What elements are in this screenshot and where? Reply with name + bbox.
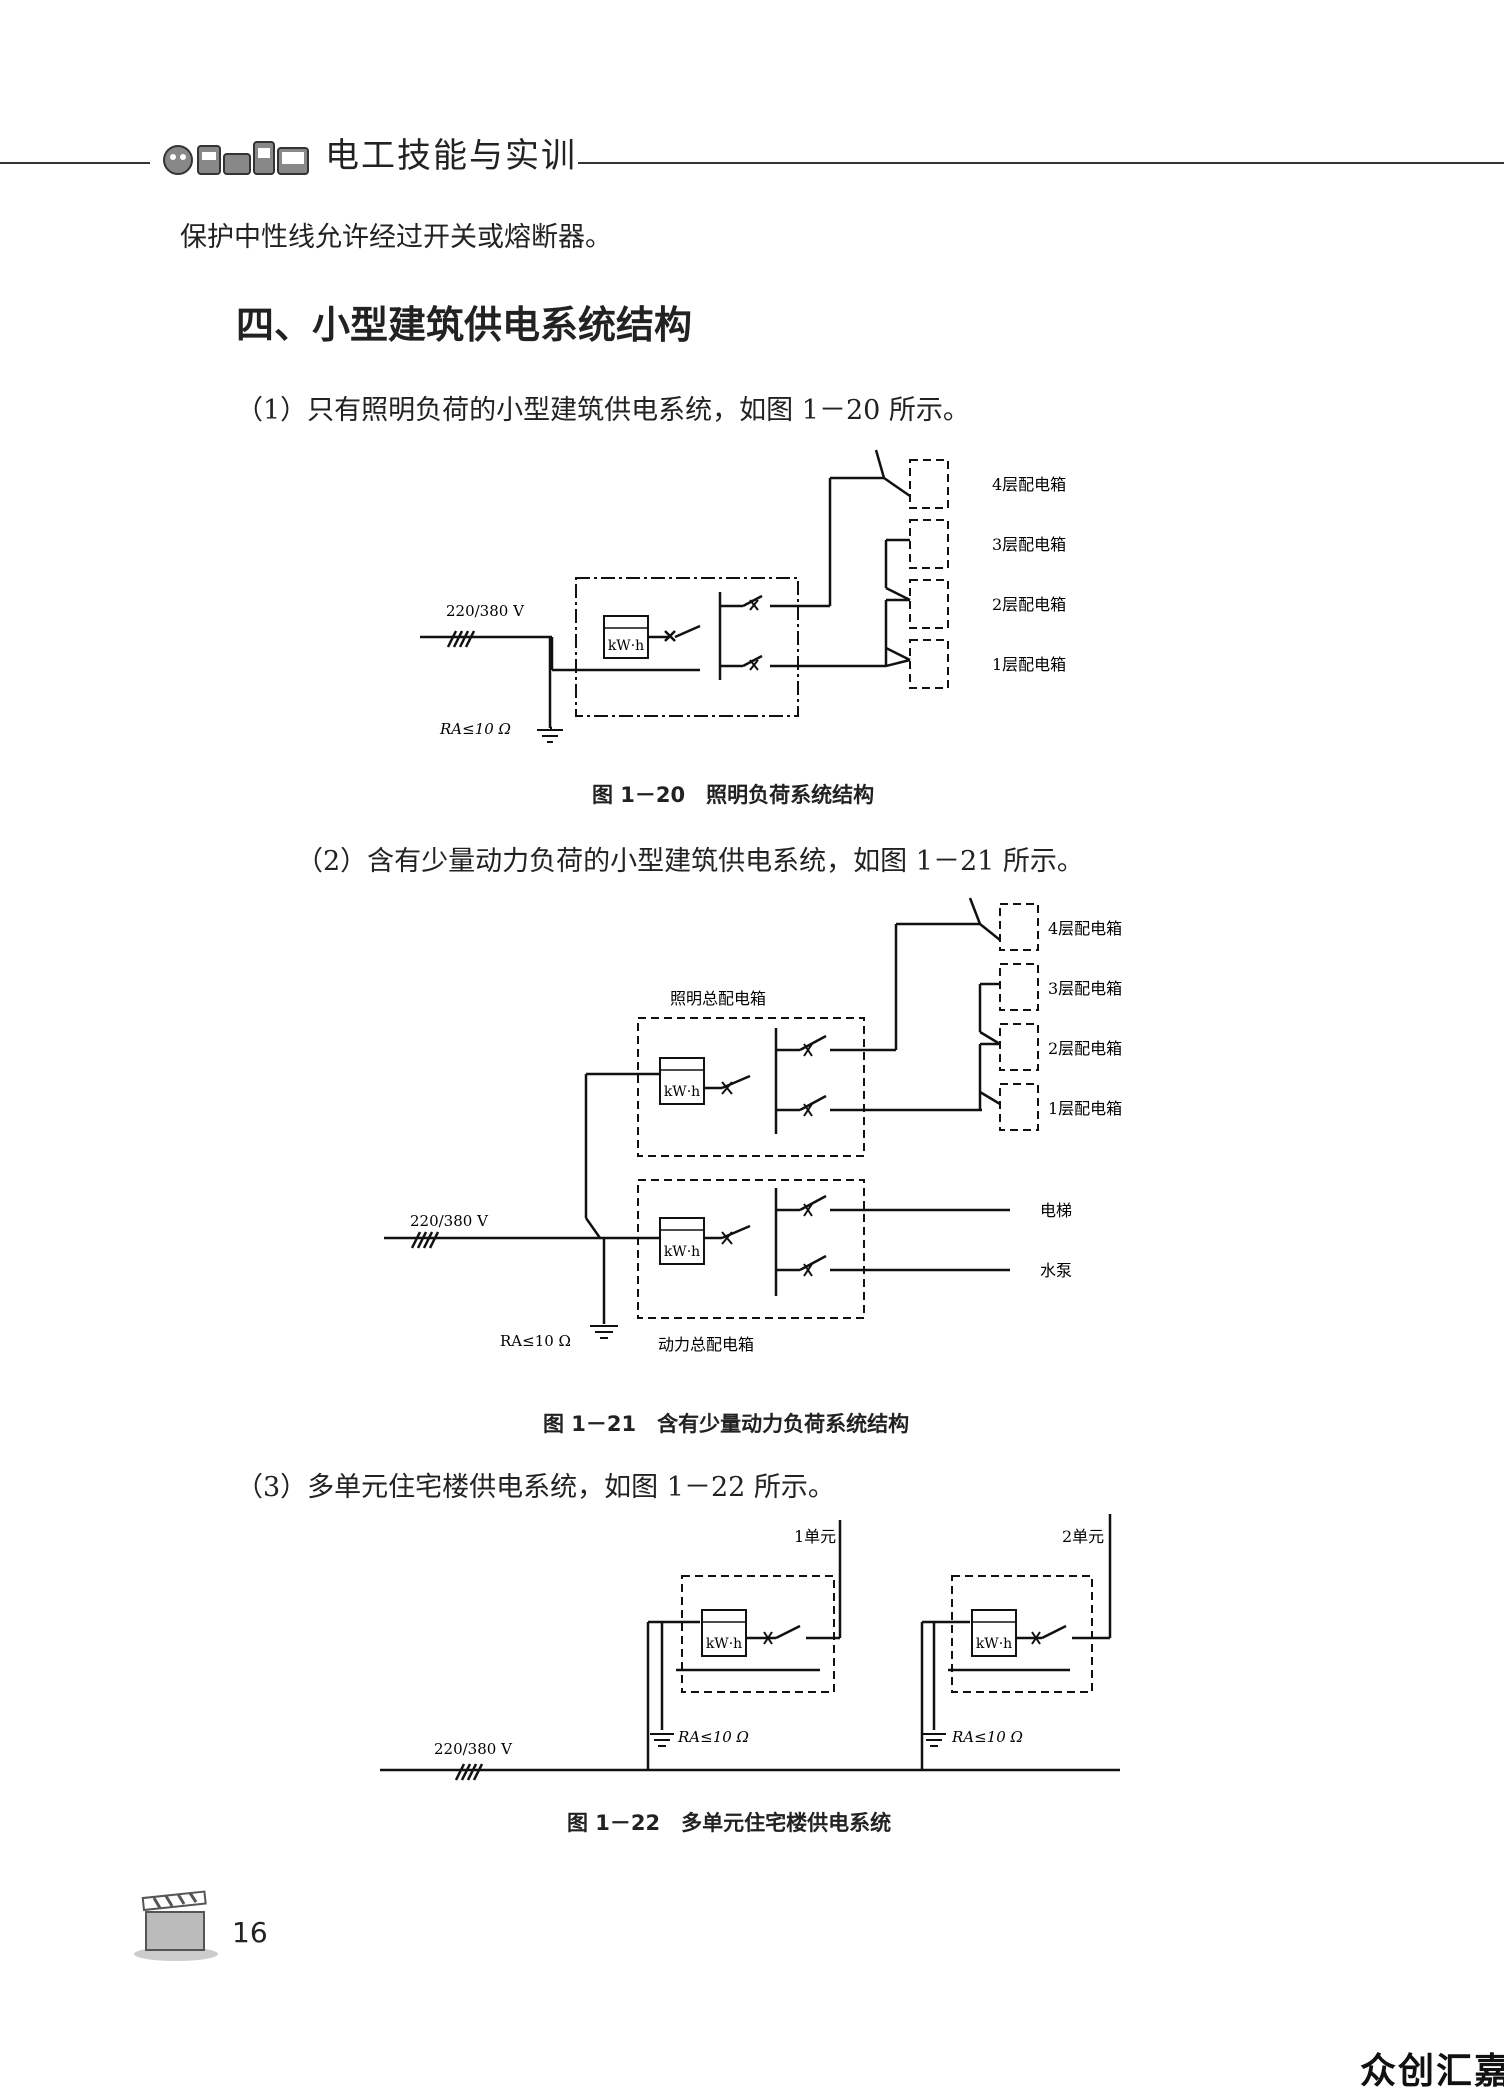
fig22-unit-2: 2单元: [1062, 1527, 1104, 1546]
fig20-box-1: 1层配电箱: [992, 655, 1066, 674]
fig20-box-4: 4层配电箱: [992, 475, 1066, 494]
fig21-ground-label: RA≤10 Ω: [500, 1332, 571, 1350]
fig20-box-3: 3层配电箱: [992, 535, 1066, 554]
header-logo-icon: [163, 141, 309, 175]
figure-1-22-caption: 图 1－22 多单元住宅楼供电系统: [567, 1811, 892, 1835]
fig22-meter-label-2: kW·h: [976, 1636, 1012, 1652]
header-rule-left: [0, 162, 150, 164]
figure-1-22-diagram: kW·h kW·h 1单元 2单元 RA≤10 Ω RA≤10 Ω 220/38…: [380, 1514, 1120, 1781]
fig21-supply-label: 220/380 V: [410, 1212, 489, 1230]
fig21-box-1: 1层配电箱: [1048, 1099, 1122, 1118]
fig20-ground-label: RA≤10 Ω: [439, 720, 511, 738]
figure-1-20-diagram: kW·h 4层配电箱 3层配电: [420, 449, 1066, 743]
continued-paragraph: 保护中性线允许经过开关或熔断器。: [180, 222, 612, 253]
fig21-meter-label-1: kW·h: [664, 1084, 700, 1100]
header-rule-right: [578, 162, 1504, 164]
page-number: 16: [232, 1916, 268, 1949]
fig20-meter-label: kW·h: [608, 638, 644, 654]
fig21-box-2: 2层配电箱: [1048, 1039, 1122, 1058]
item-2-text: （2）含有少量动力负荷的小型建筑供电系统，如图 1－21 所示。: [296, 846, 1084, 877]
fig21-power-box-label: 动力总配电箱: [658, 1335, 754, 1354]
book-title: 电工技能与实训: [325, 136, 577, 176]
fig21-load-pump: 水泵: [1040, 1261, 1072, 1280]
watermark-text: 众创汇嘉: [1360, 2051, 1504, 2092]
item-3-text: （3）多单元住宅楼供电系统，如图 1－22 所示。: [236, 1472, 835, 1503]
fig22-unit-1: 1单元: [794, 1527, 836, 1546]
fig22-ground-label-1: RA≤10 Ω: [677, 1728, 749, 1746]
fig20-box-2: 2层配电箱: [992, 595, 1066, 614]
fig20-supply-label: 220/380 V: [446, 602, 525, 620]
item-1-text: （1）只有照明负荷的小型建筑供电系统，如图 1－20 所示。: [236, 395, 970, 426]
figure-1-21-caption: 图 1－21 含有少量动力负荷系统结构: [543, 1412, 910, 1436]
clapperboard-icon: [134, 1890, 218, 1961]
fig22-supply-label: 220/380 V: [434, 1740, 513, 1758]
figure-1-21-diagram: 照明总配电箱 动力总配电箱 kW·h kW·h: [384, 897, 1122, 1354]
fig22-meter-label-1: kW·h: [706, 1636, 742, 1652]
fig21-meter-label-2: kW·h: [664, 1244, 700, 1260]
fig21-box-3: 3层配电箱: [1048, 979, 1122, 998]
fig21-box-4: 4层配电箱: [1048, 919, 1122, 938]
figure-1-20-caption: 图 1－20 照明负荷系统结构: [592, 783, 875, 807]
fig21-lighting-box-label: 照明总配电箱: [670, 989, 766, 1008]
section-title: 四、小型建筑供电系统结构: [236, 302, 693, 347]
fig21-load-elevator: 电梯: [1040, 1201, 1072, 1220]
fig22-ground-label-2: RA≤10 Ω: [951, 1728, 1023, 1746]
